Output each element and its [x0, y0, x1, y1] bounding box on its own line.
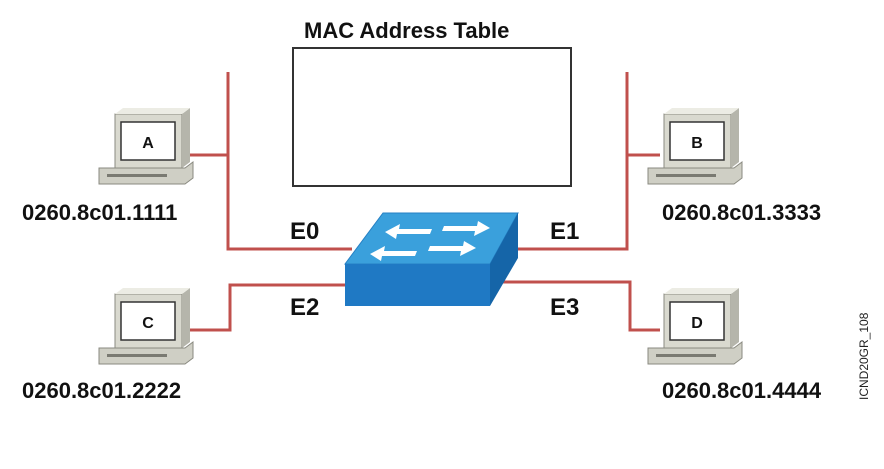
- link-d: [490, 280, 660, 332]
- links: [190, 72, 660, 332]
- link-c: [190, 283, 352, 332]
- switch-front: [345, 264, 490, 306]
- mac-label-b: 0260.8c01.3333: [662, 200, 822, 225]
- switch-side: [490, 213, 518, 306]
- pc-icon-c: C: [98, 288, 194, 365]
- link-a-vertical: [226, 72, 352, 251]
- port-label-e1: E1: [550, 218, 580, 245]
- link-b-vertical: [510, 72, 629, 251]
- switch-arrows: [370, 221, 490, 261]
- pc-letter-a: A: [142, 135, 154, 152]
- mac-label-a: 0260.8c01.1111: [22, 200, 178, 225]
- figure-code: ICND20GR_108: [857, 312, 871, 400]
- pc-icon: [98, 108, 194, 185]
- mac-table-box: [292, 47, 572, 187]
- mac-label-d: 0260.8c01.4444: [662, 378, 822, 403]
- pc-icon-a: A: [98, 108, 194, 185]
- pc-icon: [647, 108, 743, 185]
- pc-letter-d: D: [691, 315, 703, 332]
- pc-icon: [647, 288, 743, 365]
- pc-letter-b: B: [691, 135, 703, 152]
- pc-icon: [98, 288, 194, 365]
- switch-top: [344, 212, 519, 265]
- port-label-e0: E0: [290, 218, 320, 245]
- pc-letter-c: C: [142, 315, 154, 332]
- port-label-e2: E2: [290, 294, 320, 321]
- switch-icon: [344, 212, 519, 306]
- mac-table-title: MAC Address Table: [304, 18, 510, 43]
- pc-icon-d: D: [647, 288, 743, 365]
- mac-label-c: 0260.8c01.2222: [22, 378, 182, 403]
- pc-icon-b: B: [647, 108, 743, 185]
- port-label-e3: E3: [550, 294, 580, 321]
